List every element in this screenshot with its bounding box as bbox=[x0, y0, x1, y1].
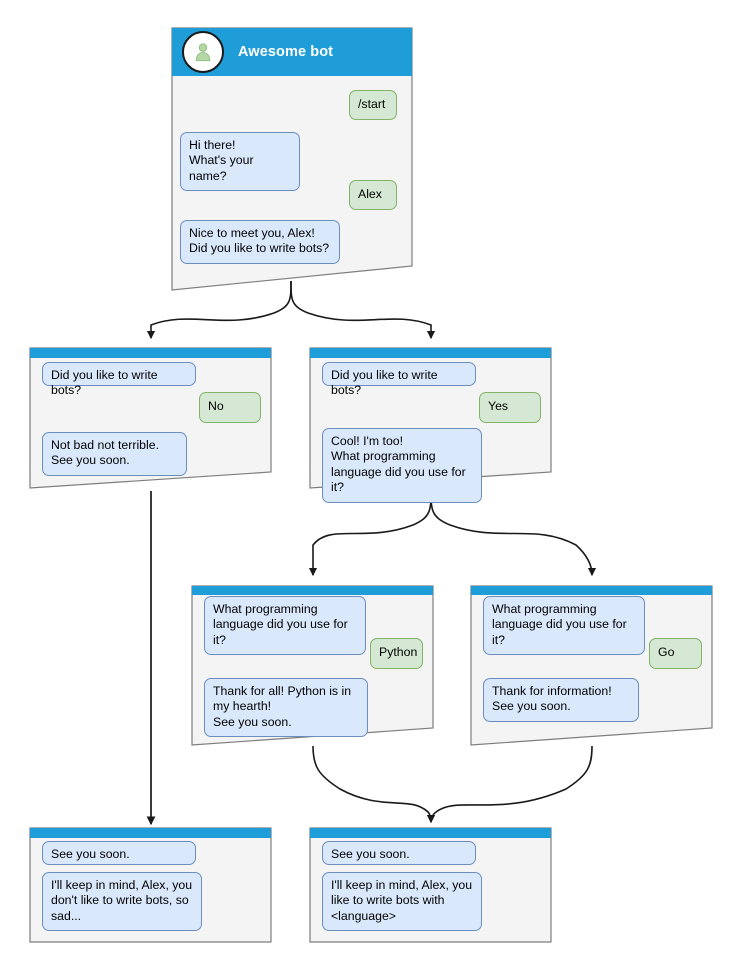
node-yes-branch[interactable]: Did you like to write bots? Yes Cool! I'… bbox=[304, 344, 558, 503]
edge-go-to-end-happy bbox=[426, 745, 593, 824]
node-titlebar bbox=[310, 348, 551, 358]
edge-yes-to-python bbox=[308, 489, 432, 577]
person-avatar-icon bbox=[182, 31, 224, 73]
node-python-branch[interactable]: What programming language did you use fo… bbox=[186, 582, 440, 750]
node-titlebar bbox=[471, 586, 712, 595]
node-end-sad[interactable]: See you soon. I'll keep in mind, Alex, y… bbox=[24, 824, 278, 946]
message-bubble-bot: Did you like to write bots? bbox=[322, 362, 476, 397]
edge-python-to-end-happy bbox=[312, 745, 436, 824]
message-bubble-user: /start bbox=[349, 90, 397, 120]
message-bubble-bot: What programming language did you use fo… bbox=[204, 596, 366, 656]
node-titlebar: Awesome bot bbox=[172, 28, 412, 76]
message-bubble-bot: Thank for information! See you soon. bbox=[483, 678, 639, 722]
message-bubble-bot: Not bad not terrible. See you soon. bbox=[42, 432, 187, 476]
node-titlebar bbox=[30, 828, 271, 838]
node-no-branch[interactable]: Did you like to write bots? No Not bad n… bbox=[24, 344, 278, 492]
node-titlebar bbox=[30, 348, 271, 358]
message-bubble-bot: Hi there! What's your name? bbox=[180, 132, 300, 192]
message-bubble-user: Alex bbox=[349, 180, 397, 210]
node-awesome-bot-root[interactable]: Awesome bot /start Hi there! What's your… bbox=[164, 24, 420, 292]
message-bubble-bot: See you soon. bbox=[322, 841, 476, 865]
message-bubble-bot: Nice to meet you, Alex! Did you like to … bbox=[180, 220, 340, 264]
message-bubble-bot: See you soon. bbox=[42, 841, 196, 865]
message-bubble-bot: Did you like to write bots? bbox=[42, 362, 196, 397]
message-bubble-user: Python bbox=[370, 638, 423, 669]
node-go-branch[interactable]: What programming language did you use fo… bbox=[465, 582, 719, 750]
message-bubble-bot: I'll keep in mind, Alex, you don't like … bbox=[42, 872, 202, 932]
node-end-happy[interactable]: See you soon. I'll keep in mind, Alex, y… bbox=[304, 824, 558, 946]
edge-yes-to-go bbox=[430, 489, 597, 577]
message-bubble-bot: What programming language did you use fo… bbox=[483, 596, 645, 656]
message-bubble-user: Go bbox=[649, 638, 702, 669]
node-titlebar bbox=[310, 828, 551, 838]
message-bubble-bot: Thank for all! Python is in my hearth! S… bbox=[204, 678, 368, 738]
bot-title-label: Awesome bot bbox=[238, 44, 334, 60]
message-bubble-user: Yes bbox=[479, 392, 541, 423]
message-bubble-bot: I'll keep in mind, Alex, you like to wri… bbox=[322, 872, 482, 932]
message-bubble-bot: Cool! I'm too! What programming language… bbox=[322, 428, 482, 503]
message-bubble-user: No bbox=[199, 392, 261, 423]
node-titlebar bbox=[192, 586, 433, 595]
